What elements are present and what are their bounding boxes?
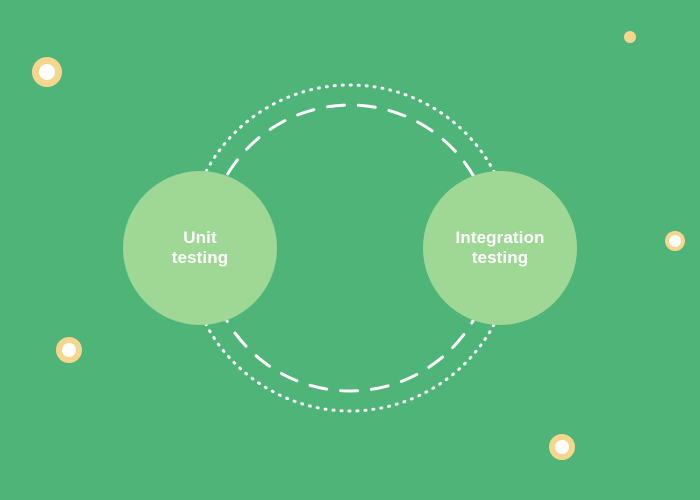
decorative-dot-right-middle bbox=[665, 231, 685, 251]
decorative-dot-bottom-right bbox=[549, 434, 575, 460]
decorative-dot-top-right bbox=[624, 31, 636, 43]
node-unit-testing[interactable]: Unit testing bbox=[123, 171, 277, 325]
decorative-dot-bottom-left bbox=[56, 337, 82, 363]
node-integration-testing[interactable]: Integration testing bbox=[423, 171, 577, 325]
node-unit-testing-label: Unit testing bbox=[171, 227, 229, 267]
decorative-dot-top-left bbox=[32, 57, 62, 87]
node-integration-testing-label: Integration testing bbox=[455, 227, 545, 267]
